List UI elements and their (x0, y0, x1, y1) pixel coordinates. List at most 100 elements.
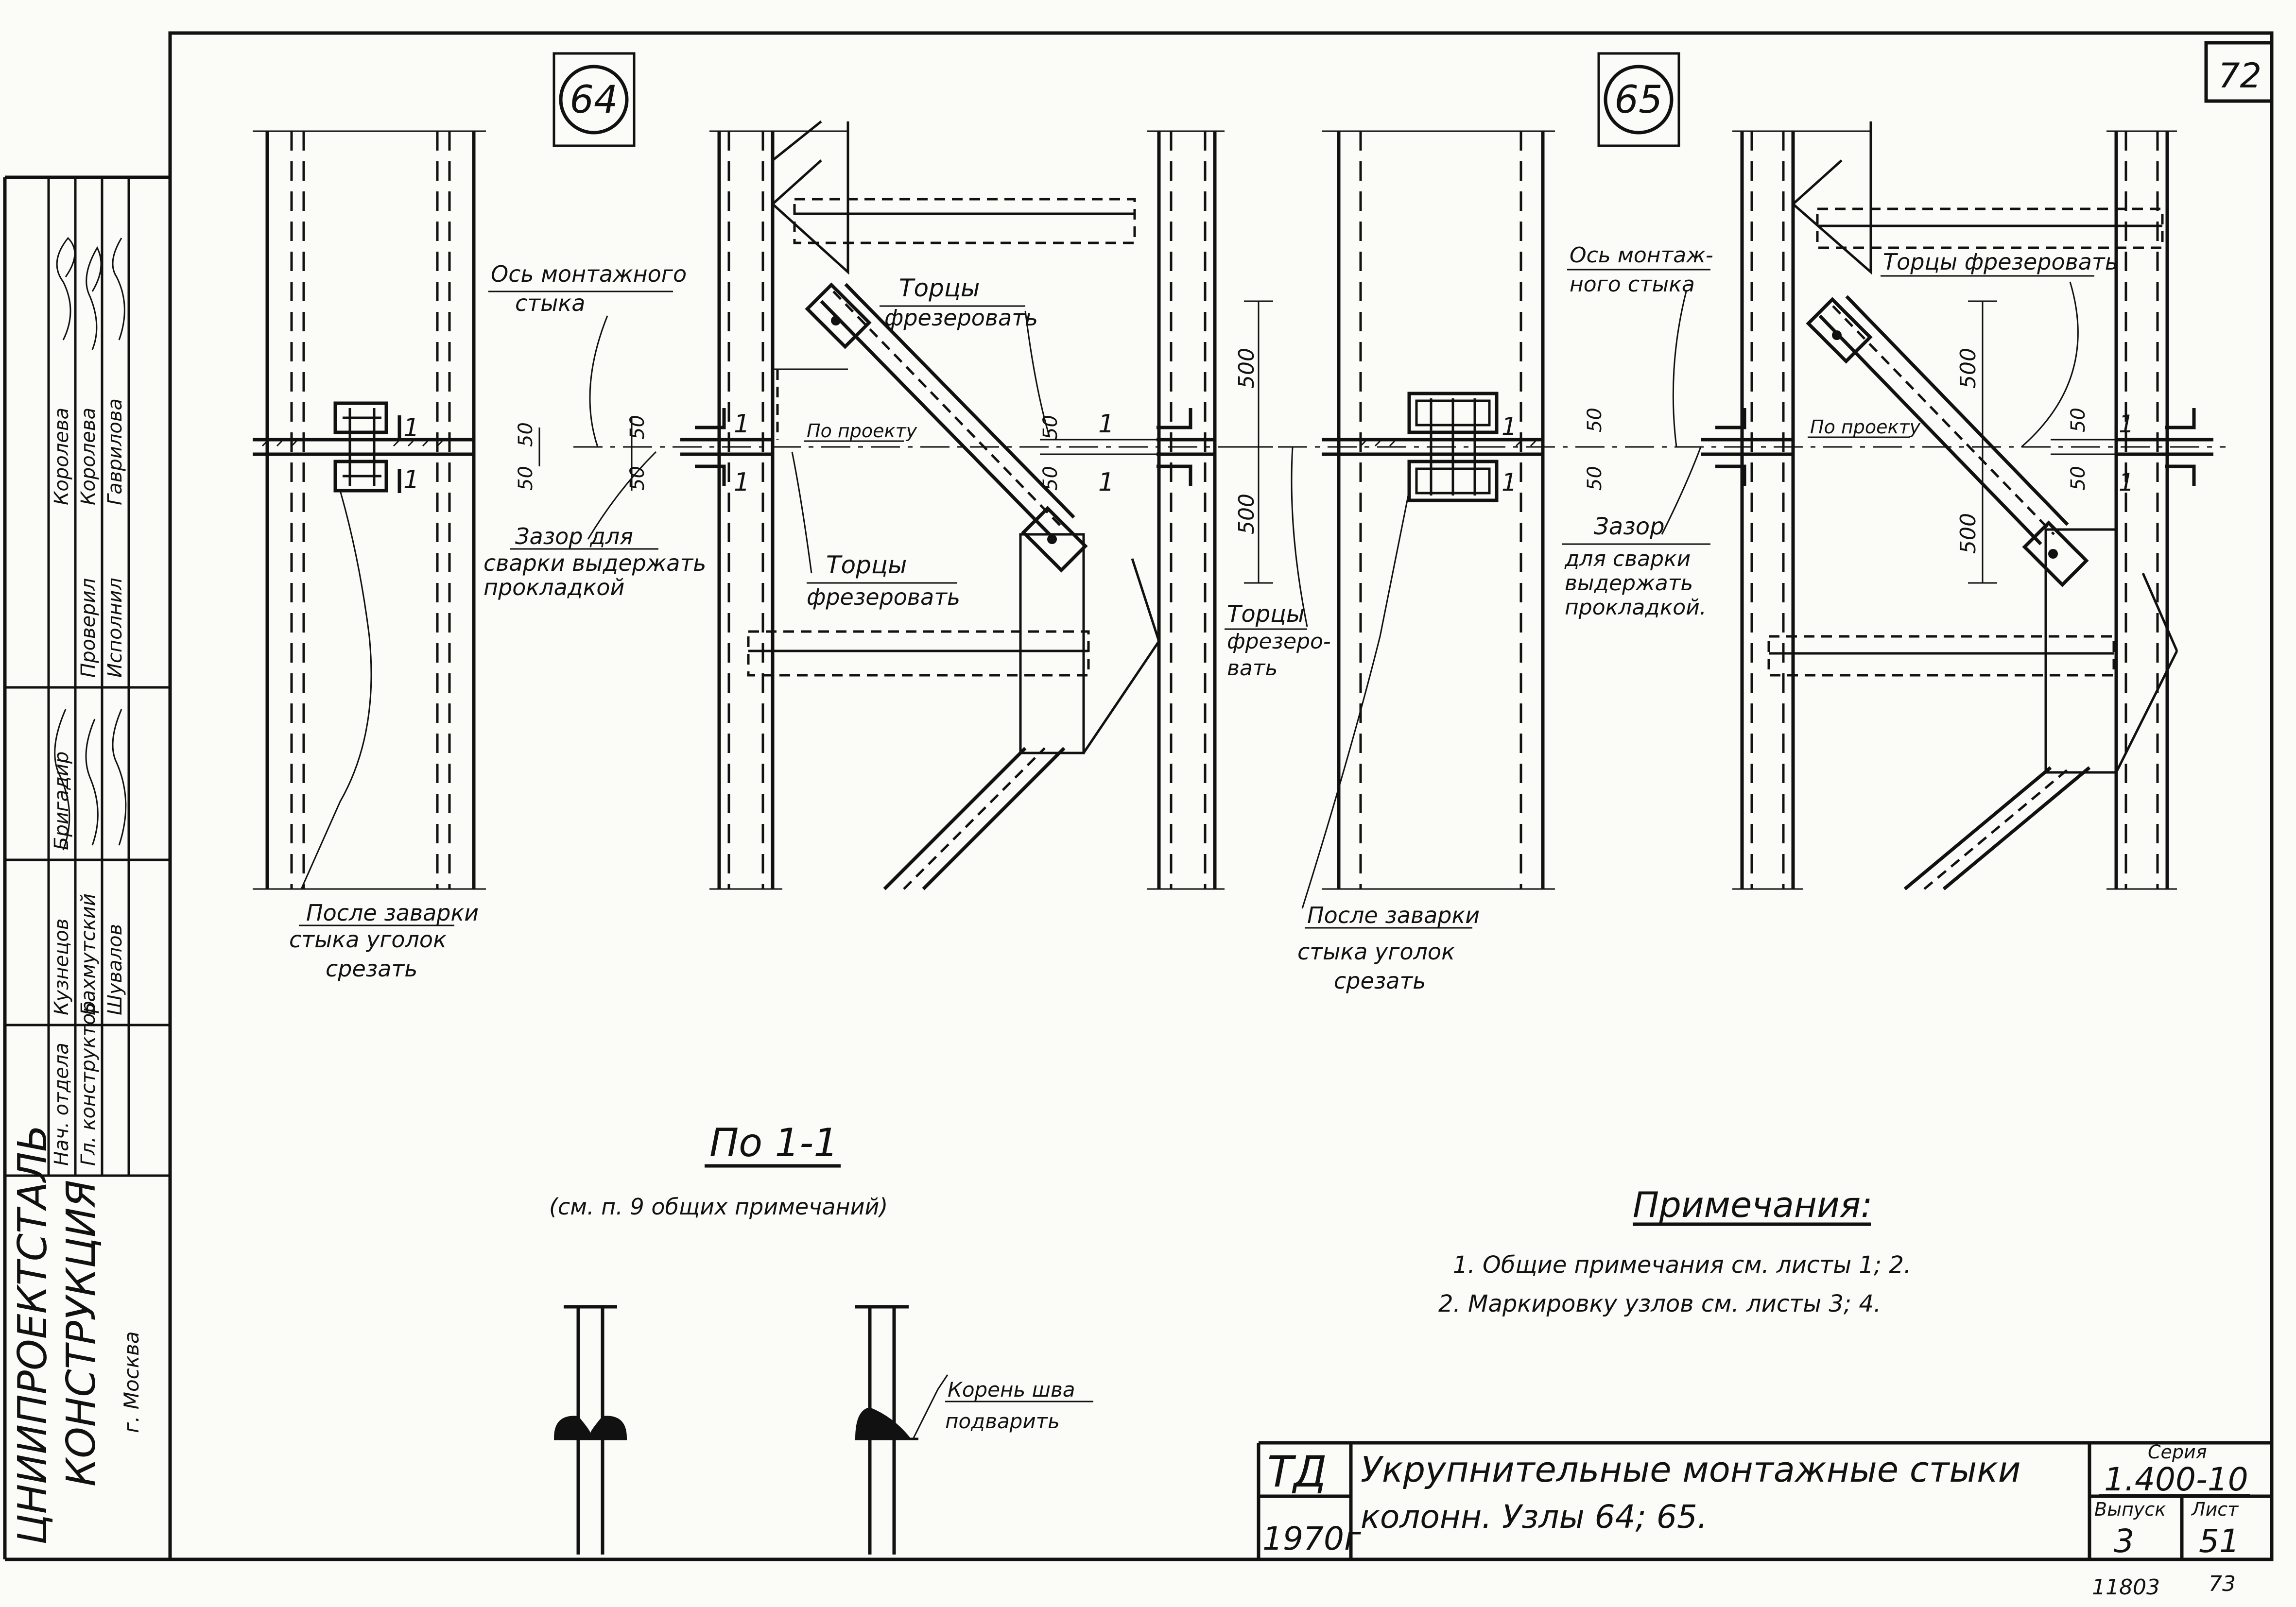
n64-section-mark-b: 1 (403, 465, 419, 495)
n64-ends-milled-bottom-2: фрезеровать (807, 584, 960, 610)
n64-dim-50-f: 50 (1039, 466, 1062, 491)
n65-ends-milled-side-1: Торцы (1227, 600, 1305, 628)
note-2: 2. Маркировку узлов см. листы 3; 4. (1438, 1290, 1881, 1317)
stamp-name-4: Кузнецов (51, 919, 73, 1015)
title-year: 1970г (1262, 1520, 1361, 1557)
side-stamp: Нач. отдела Гл. конструктор Кузнецов Бах… (3, 175, 170, 1561)
n65-after-welding-2: стыка уголок (1297, 939, 1455, 965)
bottom-mark-1: 11803 (2092, 1575, 2160, 1600)
stamp-city: г. Москва (120, 1331, 143, 1433)
n64-dim-50-e: 50 (1039, 415, 1062, 440)
n65-gap-4: прокладкой. (1565, 595, 1707, 620)
n65-section-mark-a: 1 (1502, 412, 1517, 441)
n64-dim-50-c: 50 (626, 415, 649, 440)
weld-root-side (855, 1407, 911, 1439)
stamp-org-line2: КОНСТРУКЦИЯ (58, 1180, 104, 1487)
node-64-drawing: 1 1 (253, 120, 1273, 982)
n64-axis-label-1: Ось монтажного (491, 261, 687, 287)
n65-gap-3: выдержать (1565, 571, 1693, 596)
root-weld-label-1: Корень шва (948, 1378, 1075, 1402)
stamp-role-2: Гл. конструктор (77, 1001, 100, 1166)
issue-value: 3 (2114, 1522, 2134, 1560)
notes: Примечания: 1. Общие примечания см. лист… (1438, 1184, 1911, 1317)
n64-after-welding-3: срезать (326, 956, 417, 982)
n65-axis-label-1: Ось монтаж- (1570, 243, 1713, 268)
n65-after-welding-3: срезать (1334, 968, 1426, 994)
root-weld-label-2: подварить (945, 1409, 1060, 1433)
n65-gap-2: для сварки (1564, 547, 1691, 571)
stamp-name-5: Бахмутский (77, 893, 100, 1015)
n64-section-mark-e: 1 (1098, 410, 1114, 439)
stamp-role-1: Нач. отдела (51, 1043, 73, 1166)
n65-section-mark-b: 1 (1502, 468, 1517, 496)
node-65-marker: 65 (1597, 52, 1680, 147)
n65-ends-milled-top: Торцы фрезеровать (1883, 249, 2118, 275)
n64-gap-1: Зазор для (515, 523, 633, 549)
n65-dim-500-top: 500 (1956, 348, 1981, 389)
signature-4 (54, 709, 70, 851)
n64-axis-label-2: стыка (515, 290, 585, 316)
n65-dim-50-a: 50 (1584, 408, 1606, 432)
n64-ends-milled-top-2: фрезеровать (884, 305, 1038, 331)
stamp-role-check: Проверил (77, 578, 100, 678)
n64-section-mark-d: 1 (734, 468, 750, 497)
title-line-1: Укрупнительные монтажные стыки (1361, 1449, 2021, 1490)
node-65-drawing: 1 1 (1225, 121, 2226, 994)
title-code: ТД (1267, 1447, 1327, 1497)
sheet-value: 51 (2199, 1522, 2240, 1560)
stamp-role-brigadir: Бригадир (51, 752, 73, 850)
stamp-name-3: Гаврилова (104, 398, 126, 505)
n65-ends-milled-side-2: фрезеро- (1227, 629, 1331, 654)
n64-dim-50-d: 50 (626, 466, 649, 491)
n64-section-mark-f: 1 (1098, 468, 1114, 497)
title-block: ТД 1970г Укрупнительные монтажные стыки … (1257, 1441, 2272, 1560)
n65-dim-50-d: 50 (2067, 466, 2089, 491)
stamp-name-6: Шувалов (104, 924, 126, 1015)
bottom-mark-2: 73 (2209, 1572, 2236, 1596)
section-subtitle: (см. п. 9 общих примечаний) (549, 1194, 888, 1220)
series-label: Серия (2148, 1441, 2207, 1463)
n65-axis-label-2: ного стыка (1570, 272, 1695, 297)
n65-by-project: По проекту (1810, 416, 1921, 438)
section-title: По 1-1 (709, 1120, 838, 1165)
n64-gap-3: прокладкой (483, 574, 624, 600)
stamp-org-line1: ЦНИИПРОЕКТСТАЛЬ (10, 1125, 56, 1545)
n65-gap-1: Зазор (1594, 513, 1665, 540)
node-64-number: 64 (570, 78, 618, 122)
weld-symmetric (554, 1416, 627, 1438)
signature-5 (85, 718, 99, 846)
sheet-label: Лист (2191, 1499, 2239, 1520)
n64-gap-2: сварки выдержать (483, 550, 706, 576)
stamp-role-exec: Исполнил (104, 578, 126, 678)
node-65-number: 65 (1614, 78, 1662, 122)
n64-by-project: По проекту (807, 420, 917, 442)
n64-ends-milled-top-1: Торцы (899, 274, 980, 302)
issue-label: Выпуск (2094, 1499, 2166, 1520)
n64-section-mark-c: 1 (734, 410, 750, 439)
stamp-name-2: Королева (77, 408, 100, 505)
n64-ends-milled-bottom-1: Торцы (826, 551, 907, 579)
notes-title: Примечания: (1633, 1184, 1872, 1225)
note-1: 1. Общие примечания см. листы 1; 2. (1453, 1251, 1911, 1279)
n64-dim-500-top: 500 (1234, 348, 1259, 389)
signature-1 (56, 237, 76, 341)
n64-section-mark-a: 1 (403, 413, 419, 443)
node-64-marker: 64 (552, 52, 636, 147)
n64-after-welding-2: стыка уголок (289, 926, 447, 953)
signature-3 (112, 238, 125, 341)
n65-section-mark-c: 1 (2119, 410, 2134, 438)
stamp-name-1: Королева (51, 408, 73, 505)
n64-dim-50-b: 50 (515, 466, 537, 491)
n65-after-welding-1: После заварки (1307, 902, 1480, 928)
series-value: 1.400-10 (2104, 1461, 2248, 1498)
n65-section-mark-d: 1 (2119, 468, 2134, 496)
sheet-frame: 72 (168, 31, 2274, 1561)
n65-dim-50-c: 50 (2067, 408, 2089, 432)
corner-sheet-number: 72 (2218, 56, 2261, 96)
n65-dim-50-b: 50 (1584, 466, 1606, 491)
n64-dim-50-a: 50 (515, 422, 537, 447)
n64-dim-500-bottom: 500 (1234, 494, 1259, 534)
section-1-1: По 1-1 (см. п. 9 общих примечаний) Корен… (549, 1120, 1093, 1555)
signature-2 (86, 246, 102, 350)
